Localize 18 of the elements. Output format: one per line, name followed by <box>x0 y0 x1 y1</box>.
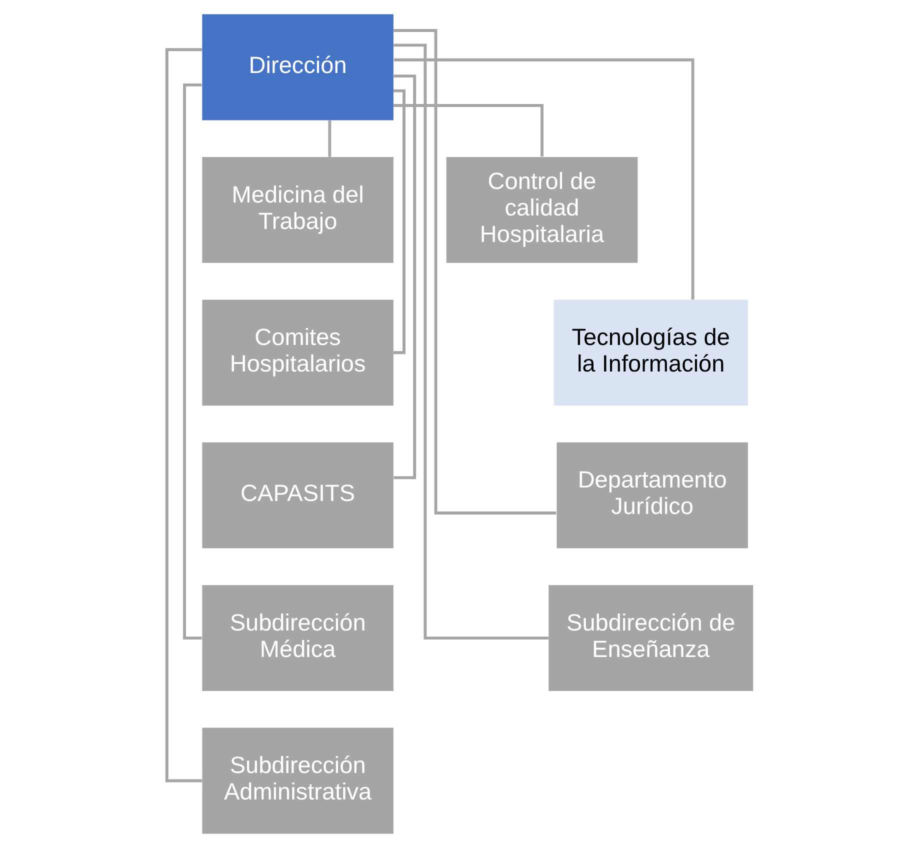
node-box: Subdirección de Enseñanza <box>548 585 754 691</box>
node-box: Medicina del Trabajo <box>202 157 394 263</box>
node-box: Subdirección Administrativa <box>202 728 394 834</box>
connector <box>394 104 544 156</box>
connector <box>328 120 332 157</box>
connector <box>165 48 202 782</box>
connector <box>394 44 549 640</box>
node-box: Comites Hospitalarios <box>202 300 394 406</box>
connector <box>394 29 556 514</box>
node-box: Tecnologías de la Información <box>554 300 748 406</box>
connector <box>394 74 416 480</box>
node-box: Dirección <box>202 14 394 120</box>
node-box: Subdirección Médica <box>202 585 394 691</box>
node-box: Departamento Jurídico <box>556 442 748 548</box>
connector <box>394 58 694 300</box>
connector <box>393 89 406 354</box>
node-box: CAPASITS <box>202 442 394 548</box>
node-box: Control de calidad Hospitalaria <box>446 157 638 263</box>
